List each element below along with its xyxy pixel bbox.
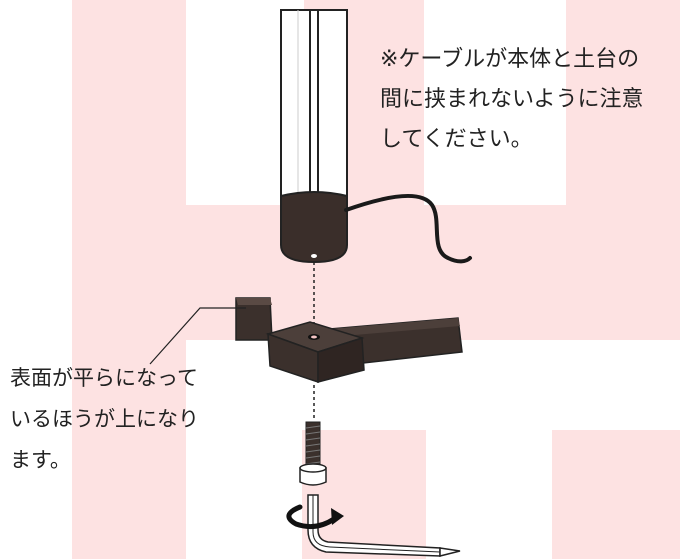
orientation-note-line: ます。 xyxy=(10,448,71,472)
screw xyxy=(299,421,327,486)
pole xyxy=(280,9,348,264)
background-block xyxy=(302,430,426,559)
cable-note: ※ケーブルが本体と土台の 間に挟まれないように注意 してください。 xyxy=(380,40,644,160)
base xyxy=(235,297,463,384)
cable-note-line: ※ケーブルが本体と土台の xyxy=(380,47,640,72)
background-block xyxy=(72,0,186,559)
background-block xyxy=(552,430,680,559)
background-block xyxy=(566,0,680,340)
cable-note-line: 間に挟まれないように注意 xyxy=(380,87,644,112)
orientation-note-line: いるほうが上になり xyxy=(10,407,199,431)
cable-note-line: してください。 xyxy=(380,127,533,152)
rotate-arrow-icon xyxy=(286,504,344,530)
leader-line xyxy=(149,307,246,365)
orientation-note: 表面が平らになって いるほうが上になり ます。 xyxy=(10,358,199,481)
hex-key xyxy=(307,494,461,557)
orientation-note-line: 表面が平らになって xyxy=(10,366,198,390)
cable xyxy=(344,193,472,264)
